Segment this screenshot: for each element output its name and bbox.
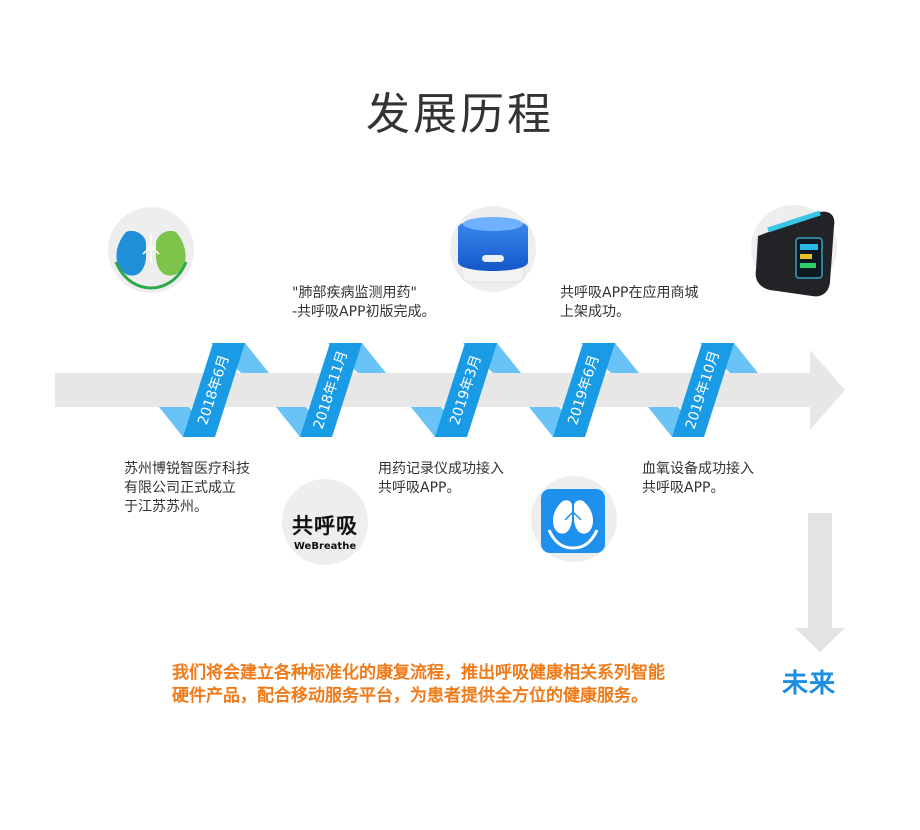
webreathe-logo: 共呼吸 WeBreathe [285, 510, 365, 552]
milestone-desc-1: 苏州博锐智医疗科技 有限公司正式成立 于江苏苏州。 [124, 461, 250, 515]
inhaler-device-icon [450, 206, 536, 292]
ribbon-band [435, 343, 497, 437]
milestone-desc-5: 血氧设备成功接入 共呼吸APP。 [642, 461, 754, 496]
lungs-hands-logo-icon [108, 207, 194, 293]
future-description: 我们将会建立各种标准化的康复流程，推出呼吸健康相关系列智能 硬件产品，配合移动服… [172, 663, 665, 706]
future-down-arrow [795, 513, 845, 652]
page-title: 发展历程 [366, 89, 554, 140]
milestone-desc-2: "肺部疾病监测用药" -共呼吸APP初版完成。 [292, 285, 436, 320]
webreathe-logo-circle [282, 479, 368, 565]
pulse-oximeter-icon [751, 205, 837, 297]
webreathe-logo-cn: 共呼吸 [292, 514, 358, 538]
future-label: 未来 [782, 669, 837, 699]
milestone-desc-3: 用药记录仪成功接入 共呼吸APP。 [378, 461, 504, 496]
app-lungs-icon [531, 476, 617, 562]
ribbon-band [672, 343, 734, 437]
ribbon-band [553, 343, 615, 437]
milestone-desc-4: 共呼吸APP在应用商城 上架成功。 [560, 285, 699, 320]
ribbon-band [183, 343, 245, 437]
ribbon-band [300, 343, 362, 437]
webreathe-logo-en: WeBreathe [293, 541, 357, 552]
